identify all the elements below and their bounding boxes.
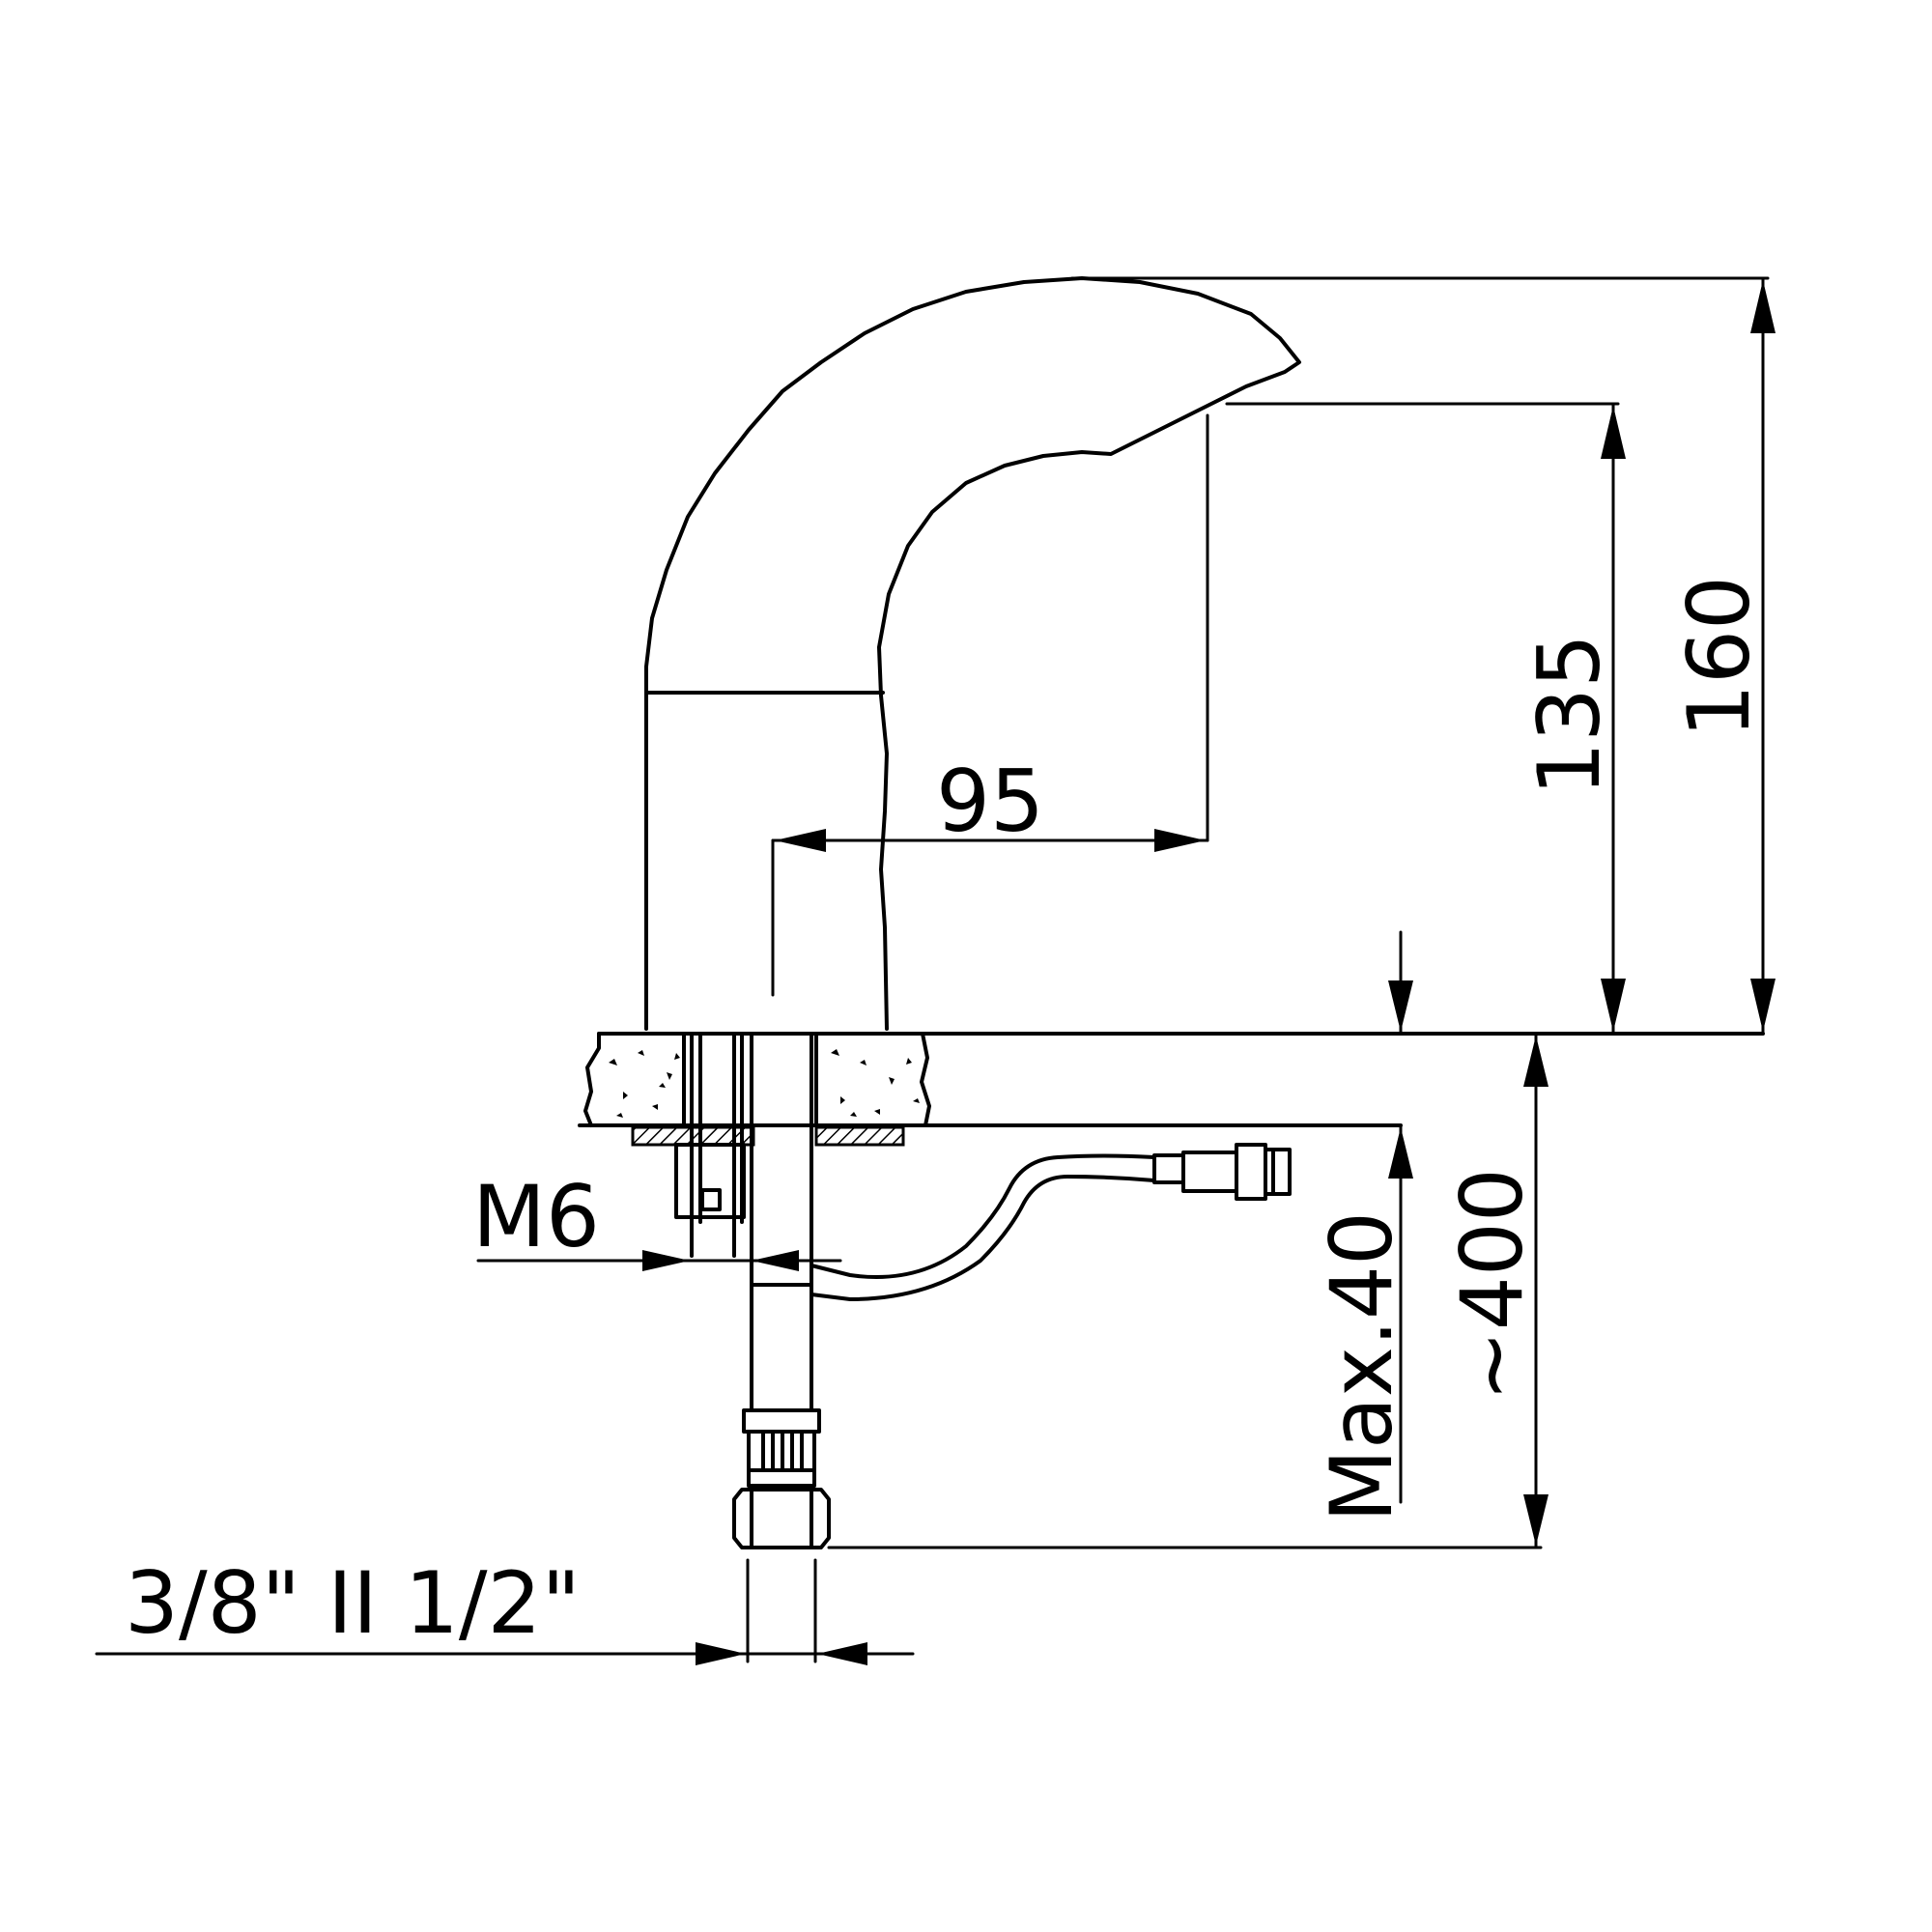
dim-thread-size-label: M6 bbox=[472, 1167, 600, 1266]
dim-max-thickness-label: Max.40 bbox=[1312, 1211, 1411, 1522]
dim-spout-reach: 95 bbox=[771, 413, 1209, 997]
dim-spout-reach-label: 95 bbox=[936, 752, 1044, 851]
dim-thread-size: M6 bbox=[472, 1167, 842, 1271]
sensor-cable bbox=[810, 1143, 1292, 1301]
dim-total-height-label: 160 bbox=[1669, 576, 1769, 738]
mounting-assembly bbox=[631, 1032, 905, 1412]
dim-total-height: 160 bbox=[1070, 276, 1776, 1036]
dim-max-thickness: Max.40 bbox=[1312, 930, 1413, 1522]
countertop-speckles bbox=[609, 1049, 920, 1118]
dim-hose-length-label: ~400 bbox=[1442, 1168, 1542, 1402]
connector-nut bbox=[732, 1408, 831, 1549]
dim-hose-length: ~400 bbox=[827, 1032, 1548, 1549]
dim-spout-height: 135 bbox=[1225, 402, 1626, 1036]
dim-connection-label: 3/8" II 1/2" bbox=[125, 1553, 581, 1653]
countertop bbox=[578, 1032, 1765, 1127]
dim-connection: 3/8" II 1/2" bbox=[95, 1553, 915, 1665]
faucet-spout bbox=[644, 276, 1301, 1031]
dim-spout-height-label: 135 bbox=[1520, 634, 1619, 796]
